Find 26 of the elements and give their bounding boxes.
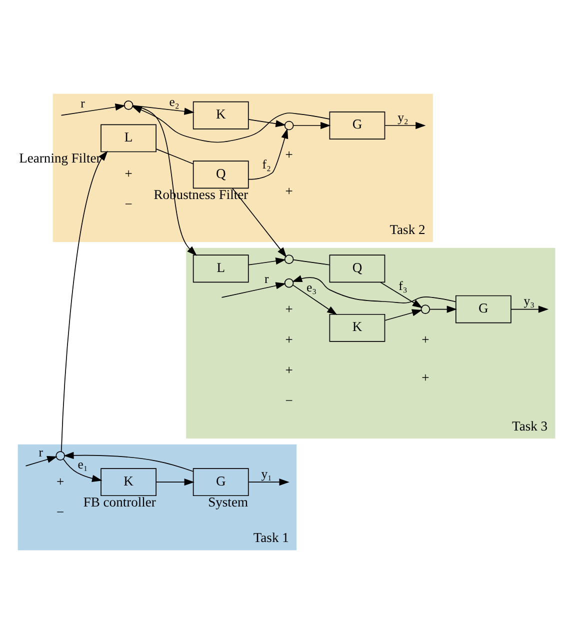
node-label: System <box>208 494 248 509</box>
edge-label: e₃ <box>306 280 317 294</box>
label: + <box>422 369 430 384</box>
edge-label: r <box>38 445 43 460</box>
label: + <box>285 183 293 198</box>
label: − <box>285 392 293 408</box>
edge-label: r <box>80 96 85 110</box>
node-label: FB controller <box>83 494 156 509</box>
edge-label: y₁ <box>261 466 272 480</box>
edge-label: e₁ <box>78 457 88 472</box>
label: + <box>56 474 64 489</box>
label: + <box>285 300 293 316</box>
edge-label: f₂ <box>262 157 271 172</box>
label: + <box>285 362 293 377</box>
edge-label: r <box>264 272 269 286</box>
label: + <box>285 146 293 162</box>
edge-label: y₃ <box>524 294 535 308</box>
label: + <box>422 331 430 346</box>
label: − <box>56 504 64 520</box>
edge-label: e₂ <box>169 94 180 109</box>
edge-label: y₂ <box>398 110 408 124</box>
label: + <box>124 165 132 180</box>
node-label: Learning Filter <box>19 150 101 166</box>
label: − <box>124 196 132 211</box>
label: + <box>285 331 293 346</box>
edge-label: f₃ <box>398 278 408 292</box>
